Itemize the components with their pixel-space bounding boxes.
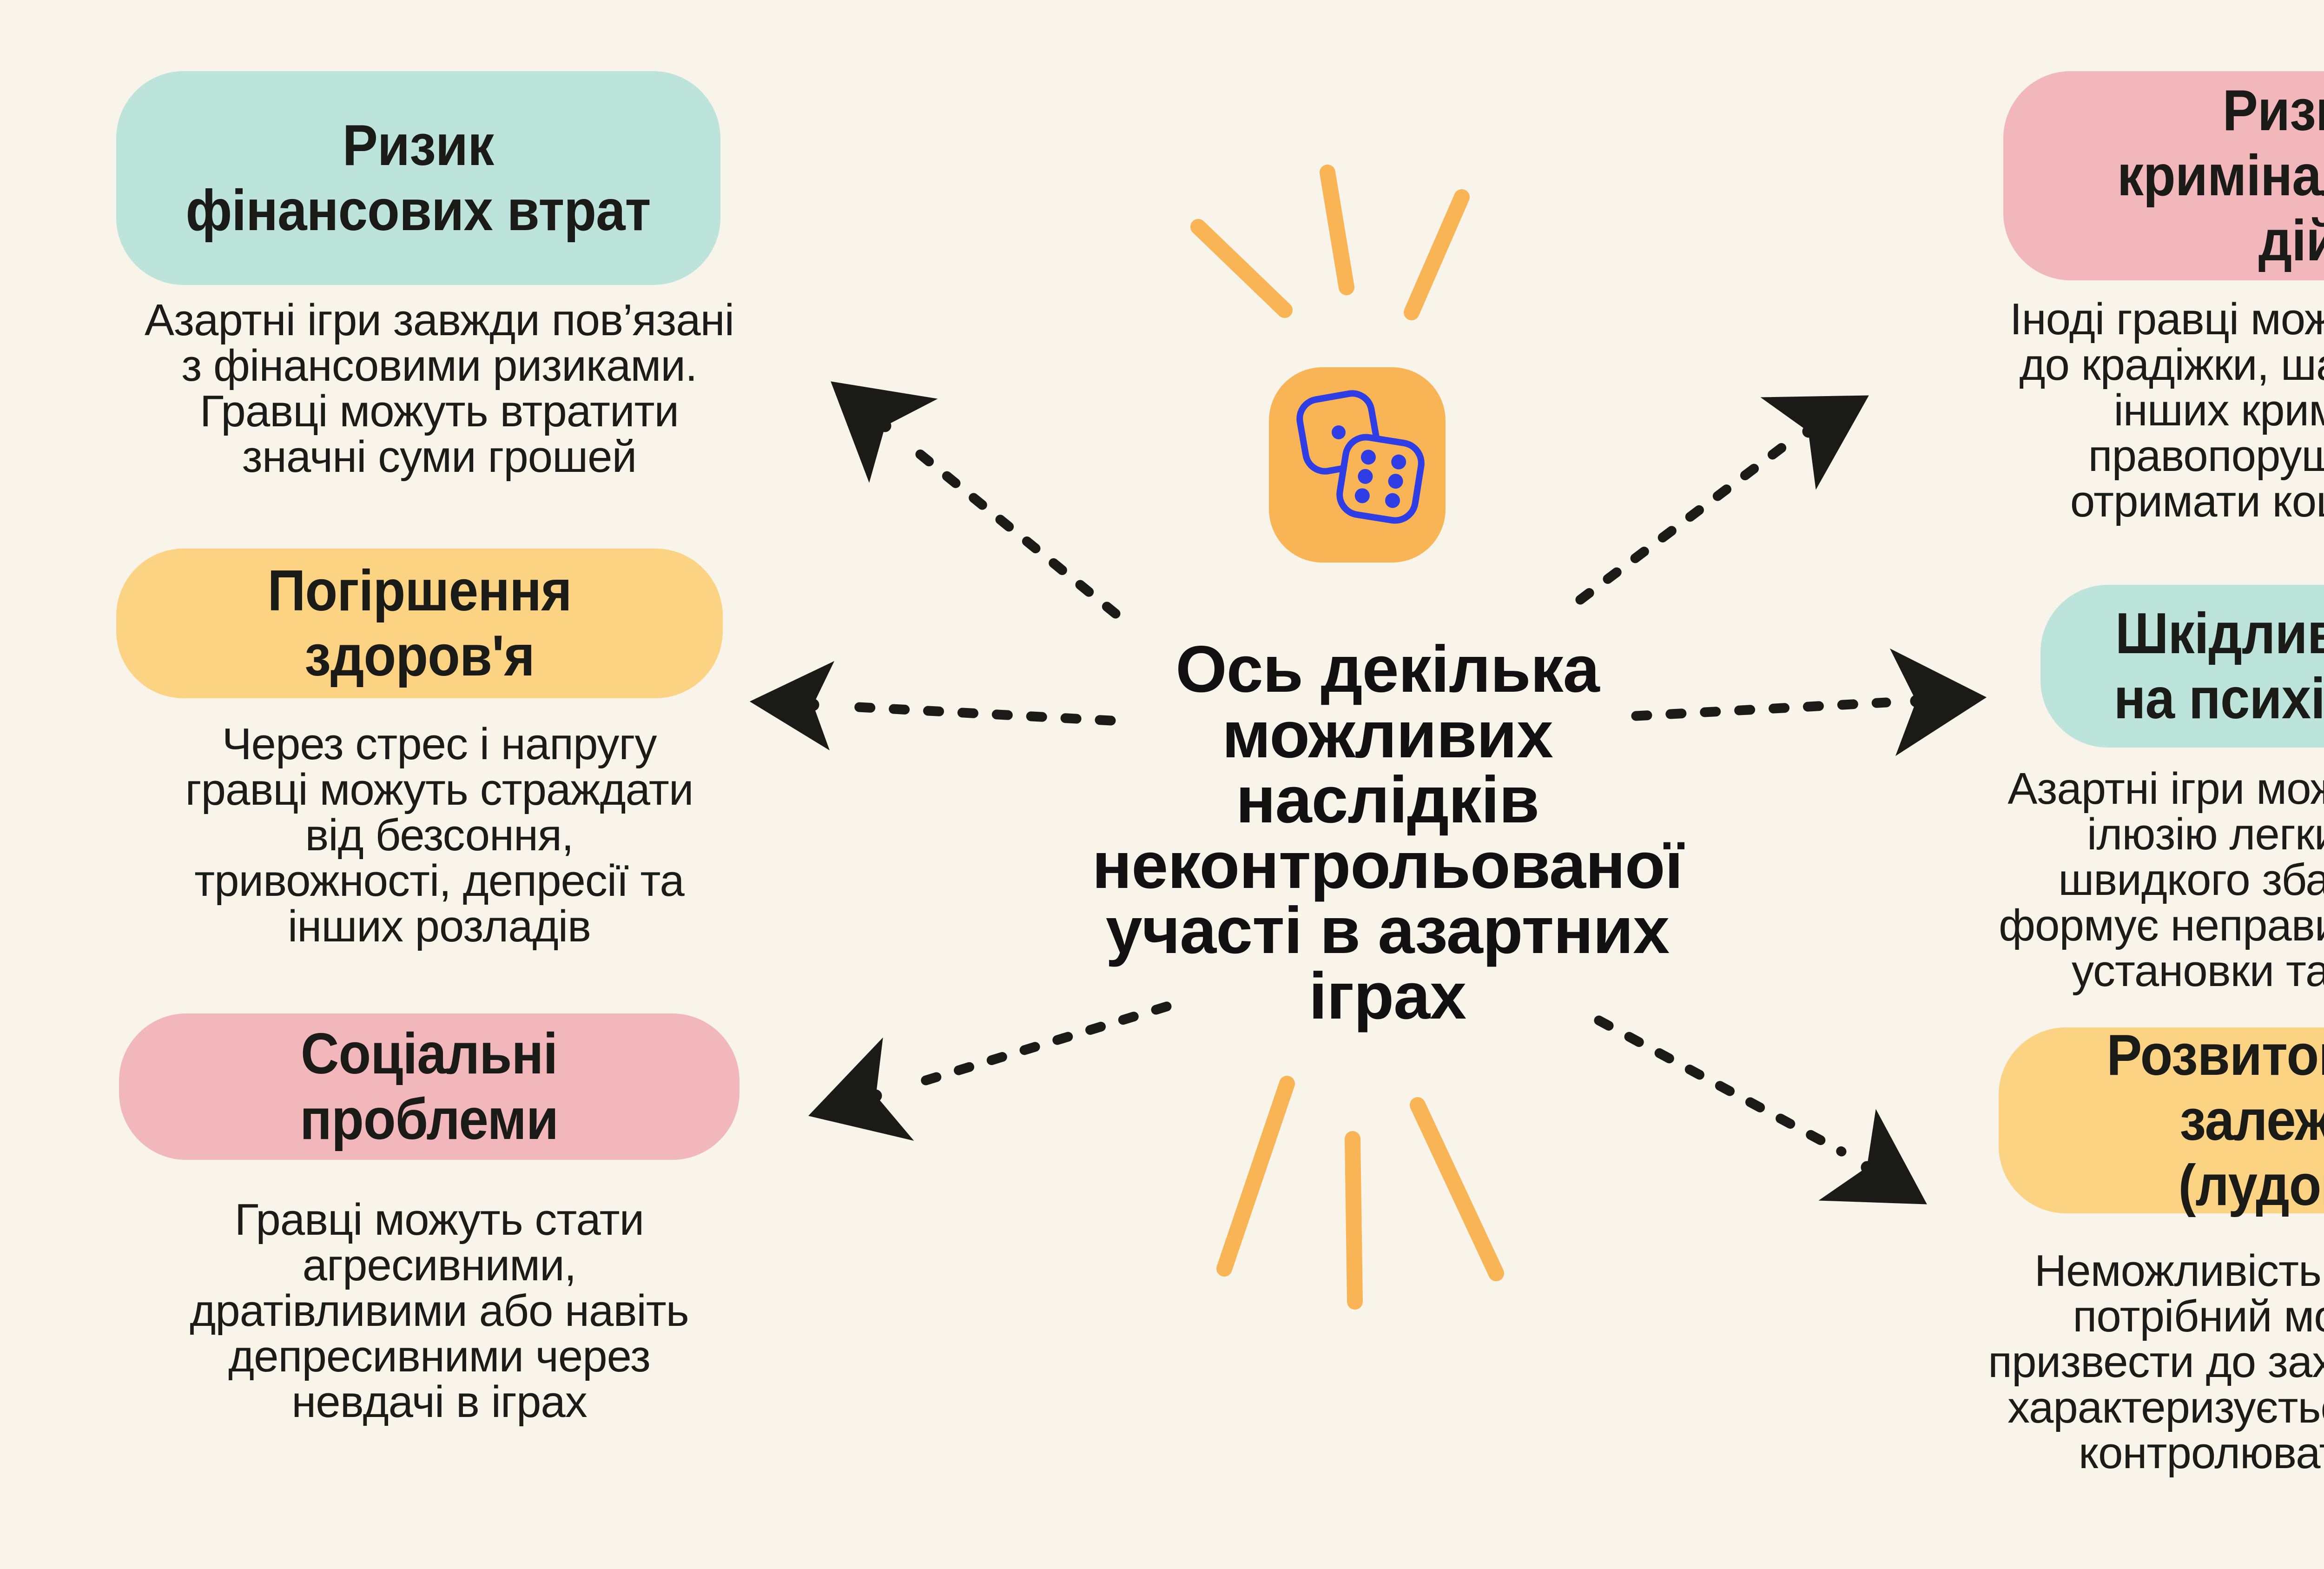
node-box-health-decline: Погіршення здоров'я xyxy=(116,549,723,698)
node-box-social-problems: Соціальні проблеми xyxy=(119,1013,739,1160)
node-box-financial-risk: Ризик фінансових втрат xyxy=(116,71,720,285)
arrow-top-right xyxy=(1575,395,1869,605)
arrow-top-left xyxy=(831,381,1121,619)
burst-rays-top-icon xyxy=(1190,165,1470,320)
node-title-criminal-risk: Ризик кримінальних дій xyxy=(2117,78,2324,273)
node-title-financial-risk: Ризик фінансових втрат xyxy=(185,113,651,243)
node-box-gambling-addiction: Розвиток ігрової залежності (лудоманії) xyxy=(1999,1023,2324,1218)
node-description-gambling-addiction: Неможливість зупинитися у потрібний моме… xyxy=(1988,1246,2324,1478)
arrow-mid-right xyxy=(1631,648,1987,756)
node-title-mental-harm: Шкідливий вплив на психічний стан xyxy=(2113,601,2324,731)
node-description-mental-harm: Азартні ігри можуть викликати ілюзію лег… xyxy=(1999,764,2324,996)
center-headline: Ось декілька можливих наслідків неконтро… xyxy=(1092,632,1683,1033)
node-title-gambling-addiction: Розвиток ігрової залежності (лудоманії) xyxy=(2106,1023,2324,1218)
arrow-bottom-left xyxy=(808,1001,1172,1141)
burst-rays-bottom xyxy=(1216,1076,1504,1310)
die-six xyxy=(1336,434,1425,524)
dice-icon xyxy=(1269,367,1446,563)
arrow-bottom-right xyxy=(1594,1015,1927,1205)
node-box-mental-harm: Шкідливий вплив на психічний стан xyxy=(2040,585,2324,748)
node-description-criminal-risk: Іноді гравці можуть вдаватися до крадіжк… xyxy=(2009,294,2324,526)
node-title-health-decline: Погіршення здоров'я xyxy=(267,558,572,688)
node-description-financial-risk: Азартні ігри завжди пов’язані з фінансов… xyxy=(144,295,734,482)
node-title-social-problems: Соціальні проблеми xyxy=(300,1022,559,1152)
node-box-criminal-risk: Ризик кримінальних дій xyxy=(2003,71,2324,280)
node-description-social-problems: Гравці можуть стати агресивними, дратівл… xyxy=(190,1195,689,1427)
node-description-health-decline: Через стрес і напругу гравці можуть стра… xyxy=(185,719,694,951)
arrow-mid-left xyxy=(749,661,1116,751)
